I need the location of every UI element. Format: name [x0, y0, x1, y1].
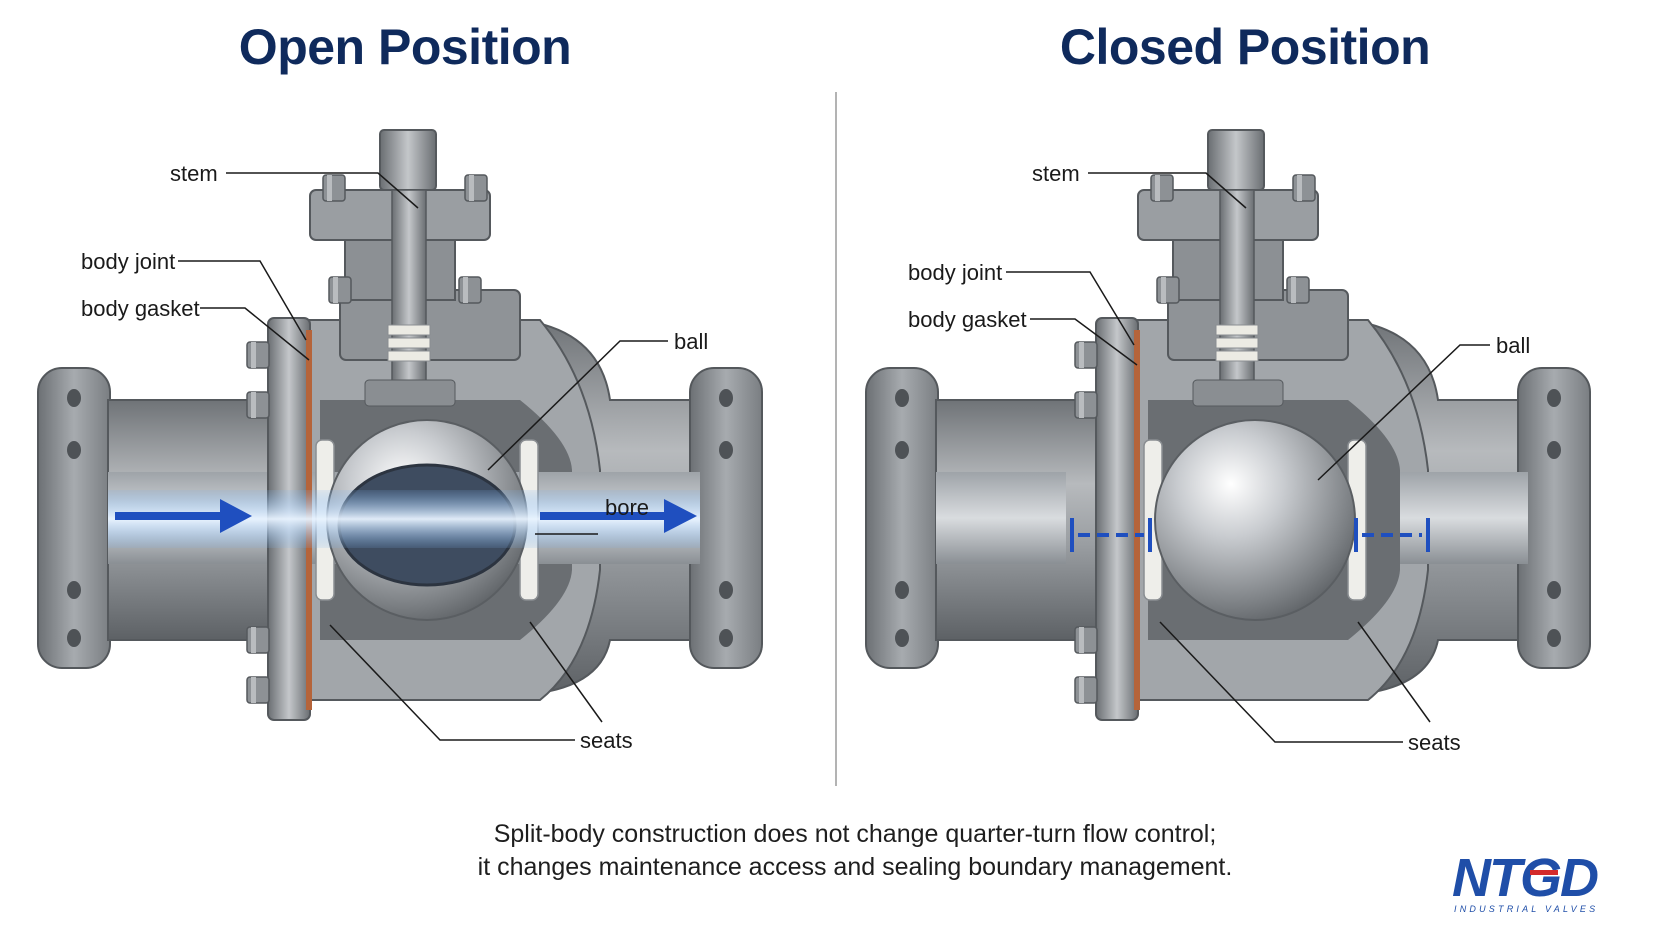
- closed-stem: [1192, 129, 1284, 407]
- open-position-title: Open Position: [238, 19, 572, 75]
- leader-lines: [178, 172, 1490, 743]
- open-stem: [364, 129, 456, 407]
- open-label-ball: ball: [674, 329, 708, 354]
- open-right-flange: [689, 367, 763, 669]
- open-flow-arrow-right: [540, 499, 697, 533]
- closed-valve: [865, 129, 1591, 721]
- closed-label-ball: ball: [1496, 333, 1530, 358]
- closed-downstream-block-marker: [1354, 518, 1430, 552]
- caption: Split-body construction does not change …: [380, 818, 1330, 884]
- open-label-seats: seats: [580, 728, 633, 753]
- logo-brand-text: NTGD: [1452, 848, 1598, 908]
- closed-label-seats: seats: [1408, 730, 1461, 755]
- closed-label-stem: stem: [1032, 161, 1080, 186]
- closed-right-flange: [1517, 367, 1591, 669]
- closed-left-flange: [865, 367, 939, 669]
- open-valve: [37, 129, 763, 721]
- open-label-body-gasket: body gasket: [81, 296, 200, 321]
- closed-downstream-bore: [1400, 472, 1528, 564]
- closed-label-body-gasket: body gasket: [908, 307, 1027, 332]
- closed-upstream-block-marker: [1070, 518, 1152, 552]
- closed-ball: [1154, 419, 1356, 621]
- caption-line-1: Split-body construction does not change …: [493, 820, 1217, 848]
- open-left-flange: [37, 367, 111, 669]
- closed-body-joint-flange: [1095, 317, 1139, 721]
- closed-position-title: Closed Position: [1059, 19, 1431, 75]
- closed-body-gasket: [1134, 330, 1140, 710]
- closed-upstream-bore: [936, 472, 1066, 564]
- logo-tagline: INDUSTRIAL VALVES: [1454, 904, 1598, 914]
- open-label-body-joint: body joint: [81, 249, 175, 274]
- open-label-stem: stem: [170, 161, 218, 186]
- open-flow-arrow-left: [115, 499, 252, 533]
- caption-line-2: it changes maintenance access and sealin…: [477, 853, 1233, 881]
- logo-red-accent: [1530, 870, 1558, 875]
- open-label-bore: bore: [605, 495, 649, 520]
- closed-label-body-joint: body joint: [908, 260, 1002, 285]
- ntgd-logo: NTGD INDUSTRIAL VALVES: [1452, 848, 1600, 914]
